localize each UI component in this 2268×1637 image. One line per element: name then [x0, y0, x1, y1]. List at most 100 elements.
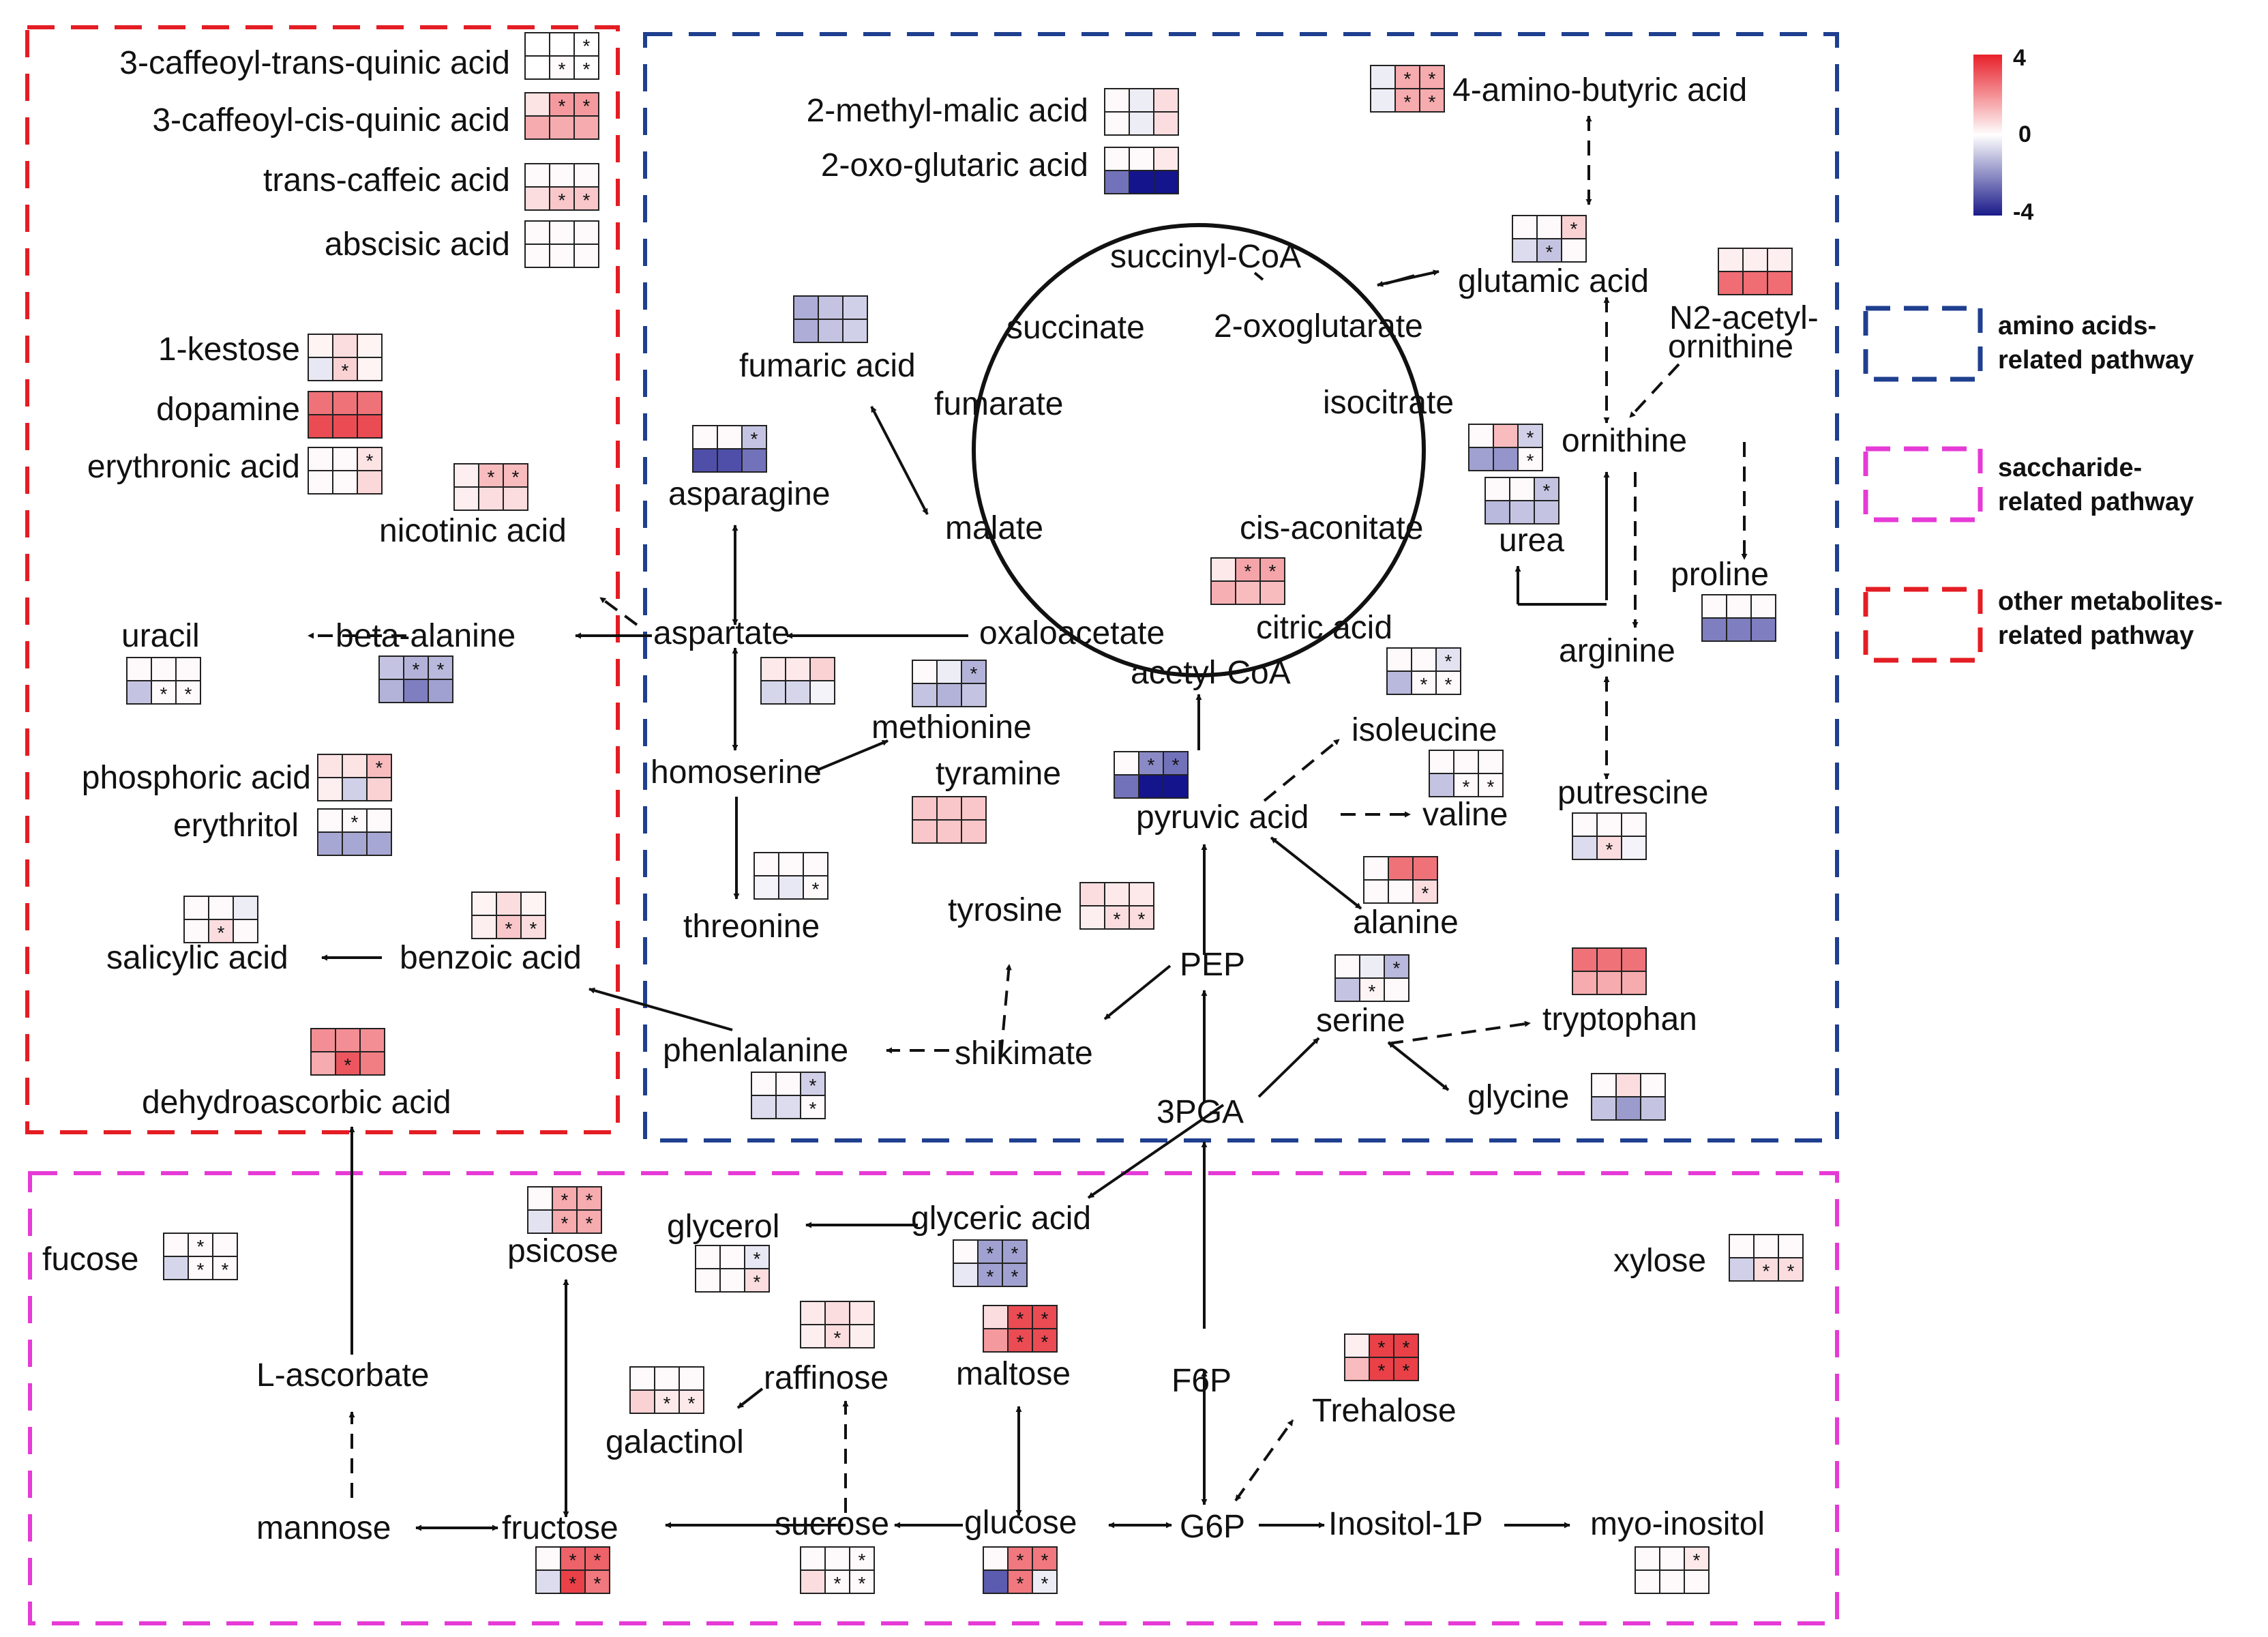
pathway-legend: amino acids- related pathway saccharide-… — [1863, 306, 2222, 663]
heatmap-cell — [912, 660, 938, 684]
heatmap-cell — [332, 334, 358, 358]
heatmap-cell — [573, 220, 599, 245]
label-g6p: G6P — [1180, 1509, 1245, 1545]
heatmap-cell — [428, 655, 453, 680]
heatmap-cell — [654, 1389, 680, 1414]
heatmap-cell — [520, 915, 546, 939]
label-kestose: 1-kestose — [158, 331, 300, 368]
heatmap-cell — [912, 819, 938, 844]
label-oxaloacetate: oxaloacetate — [979, 615, 1165, 651]
heatmap-cell — [1163, 774, 1189, 799]
heatmap-dopamine — [308, 391, 383, 439]
significance-star: * — [583, 59, 591, 80]
significance-star: * — [1041, 1573, 1049, 1594]
heatmap-cell — [719, 1268, 745, 1293]
heatmap-cell — [692, 448, 718, 473]
scale-min-label: -4 — [2013, 199, 2033, 225]
significance-star: * — [1378, 1360, 1386, 1381]
heatmap-cell — [212, 1233, 238, 1257]
significance-star: * — [1403, 1360, 1410, 1381]
heatmap-cell — [332, 391, 358, 415]
significance-star: * — [1244, 561, 1252, 582]
significance-star: * — [351, 812, 359, 833]
heatmap-cell — [552, 1209, 578, 1234]
heatmap-cell — [692, 425, 718, 449]
heatmap-cell — [1767, 271, 1793, 295]
significance-star: * — [558, 190, 566, 211]
label-phenylalanine: phenlalanine — [663, 1033, 848, 1069]
heatmap-cell — [1484, 500, 1510, 525]
heatmap-cell — [1411, 647, 1437, 672]
heatmap-cell — [977, 1239, 1003, 1264]
significance-star: * — [1404, 91, 1412, 113]
label-dehydroascorbic: dehydroascorbic acid — [142, 1085, 451, 1121]
label-dopamine: dopamine — [156, 392, 300, 428]
heatmap-cell — [842, 295, 868, 320]
heatmap-cell — [936, 683, 962, 707]
label-fumarate: fumarate — [934, 386, 1063, 422]
significance-star: * — [1017, 1550, 1024, 1571]
significance-star: * — [1543, 480, 1551, 501]
pathway-arrow — [1385, 274, 1415, 285]
label-caffeoyl-cis: 3-caffeoyl-cis-quinic acid — [152, 102, 510, 138]
heatmap-cell — [1621, 971, 1647, 995]
heatmap-cell — [1517, 447, 1543, 471]
heatmap-cell — [573, 115, 599, 140]
heatmap-glyceric: **** — [953, 1239, 1028, 1287]
label-phosphoric: phosphoric acid — [82, 760, 311, 796]
label-beta-alanine: beta-alanine — [335, 618, 516, 654]
heatmap-cell — [151, 657, 177, 681]
heatmap-cell — [1129, 111, 1154, 136]
heatmap-cell — [163, 1256, 189, 1280]
significance-star: * — [586, 1190, 593, 1211]
heatmap-trehalose: **** — [1344, 1333, 1419, 1381]
tca-cycle-ring — [972, 223, 1426, 677]
label-abscisic: abscisic acid — [325, 226, 510, 263]
label-glycerol: glycerol — [667, 1209, 779, 1245]
significance-star: * — [1420, 674, 1428, 695]
pathway-arrow — [1103, 964, 1172, 1020]
heatmap-cell — [1129, 170, 1154, 194]
heatmap-cell — [1104, 170, 1130, 194]
heatmap-ornithine: ** — [1468, 424, 1543, 471]
heatmap-cell — [573, 92, 599, 117]
heatmap-nicotinic: ** — [453, 463, 528, 511]
heatmap-cell — [760, 657, 786, 681]
heatmap-cell — [1386, 647, 1412, 672]
significance-star: * — [1429, 68, 1436, 89]
label-homoserine: homoserine — [651, 754, 822, 791]
heatmap-cell — [428, 679, 453, 703]
pathway-arrow — [1257, 1037, 1320, 1098]
heatmap-cell — [524, 92, 550, 117]
heatmap-cell — [1344, 1357, 1370, 1381]
significance-star: * — [437, 659, 445, 680]
heatmap-cell — [1615, 1073, 1641, 1097]
heatmap-cell — [983, 1569, 1009, 1594]
significance-star: * — [753, 1271, 761, 1293]
pathway-arrow — [1270, 836, 1362, 910]
heatmap-cell — [1138, 774, 1164, 799]
significance-star: * — [1422, 883, 1429, 904]
heatmap-cell — [785, 657, 811, 681]
heatmap-cell — [310, 1051, 336, 1076]
significance-star: * — [1787, 1260, 1795, 1282]
significance-star: * — [834, 1327, 841, 1348]
significance-star: * — [987, 1266, 994, 1287]
significance-star: * — [809, 1098, 817, 1119]
heatmap-cell — [800, 1072, 826, 1096]
heatmap-pyruvic: ** — [1114, 751, 1189, 799]
heatmap-cell — [1536, 215, 1562, 239]
heatmap-cell — [695, 1245, 721, 1269]
heatmap-cell — [503, 486, 528, 511]
heatmap-cell — [175, 680, 201, 705]
heatmap-cell — [629, 1389, 655, 1414]
heatmap-cell — [1726, 617, 1752, 642]
saccharide-region — [28, 1171, 1839, 1625]
heatmap-cell — [1561, 238, 1587, 263]
heatmap-cell — [163, 1233, 189, 1257]
heatmap-cell — [549, 163, 575, 188]
label-citric: citric acid — [1256, 610, 1392, 646]
heatmap-cell — [1129, 147, 1154, 171]
heatmap-cell — [1701, 617, 1727, 642]
label-trehalose: Trehalose — [1312, 1393, 1457, 1429]
